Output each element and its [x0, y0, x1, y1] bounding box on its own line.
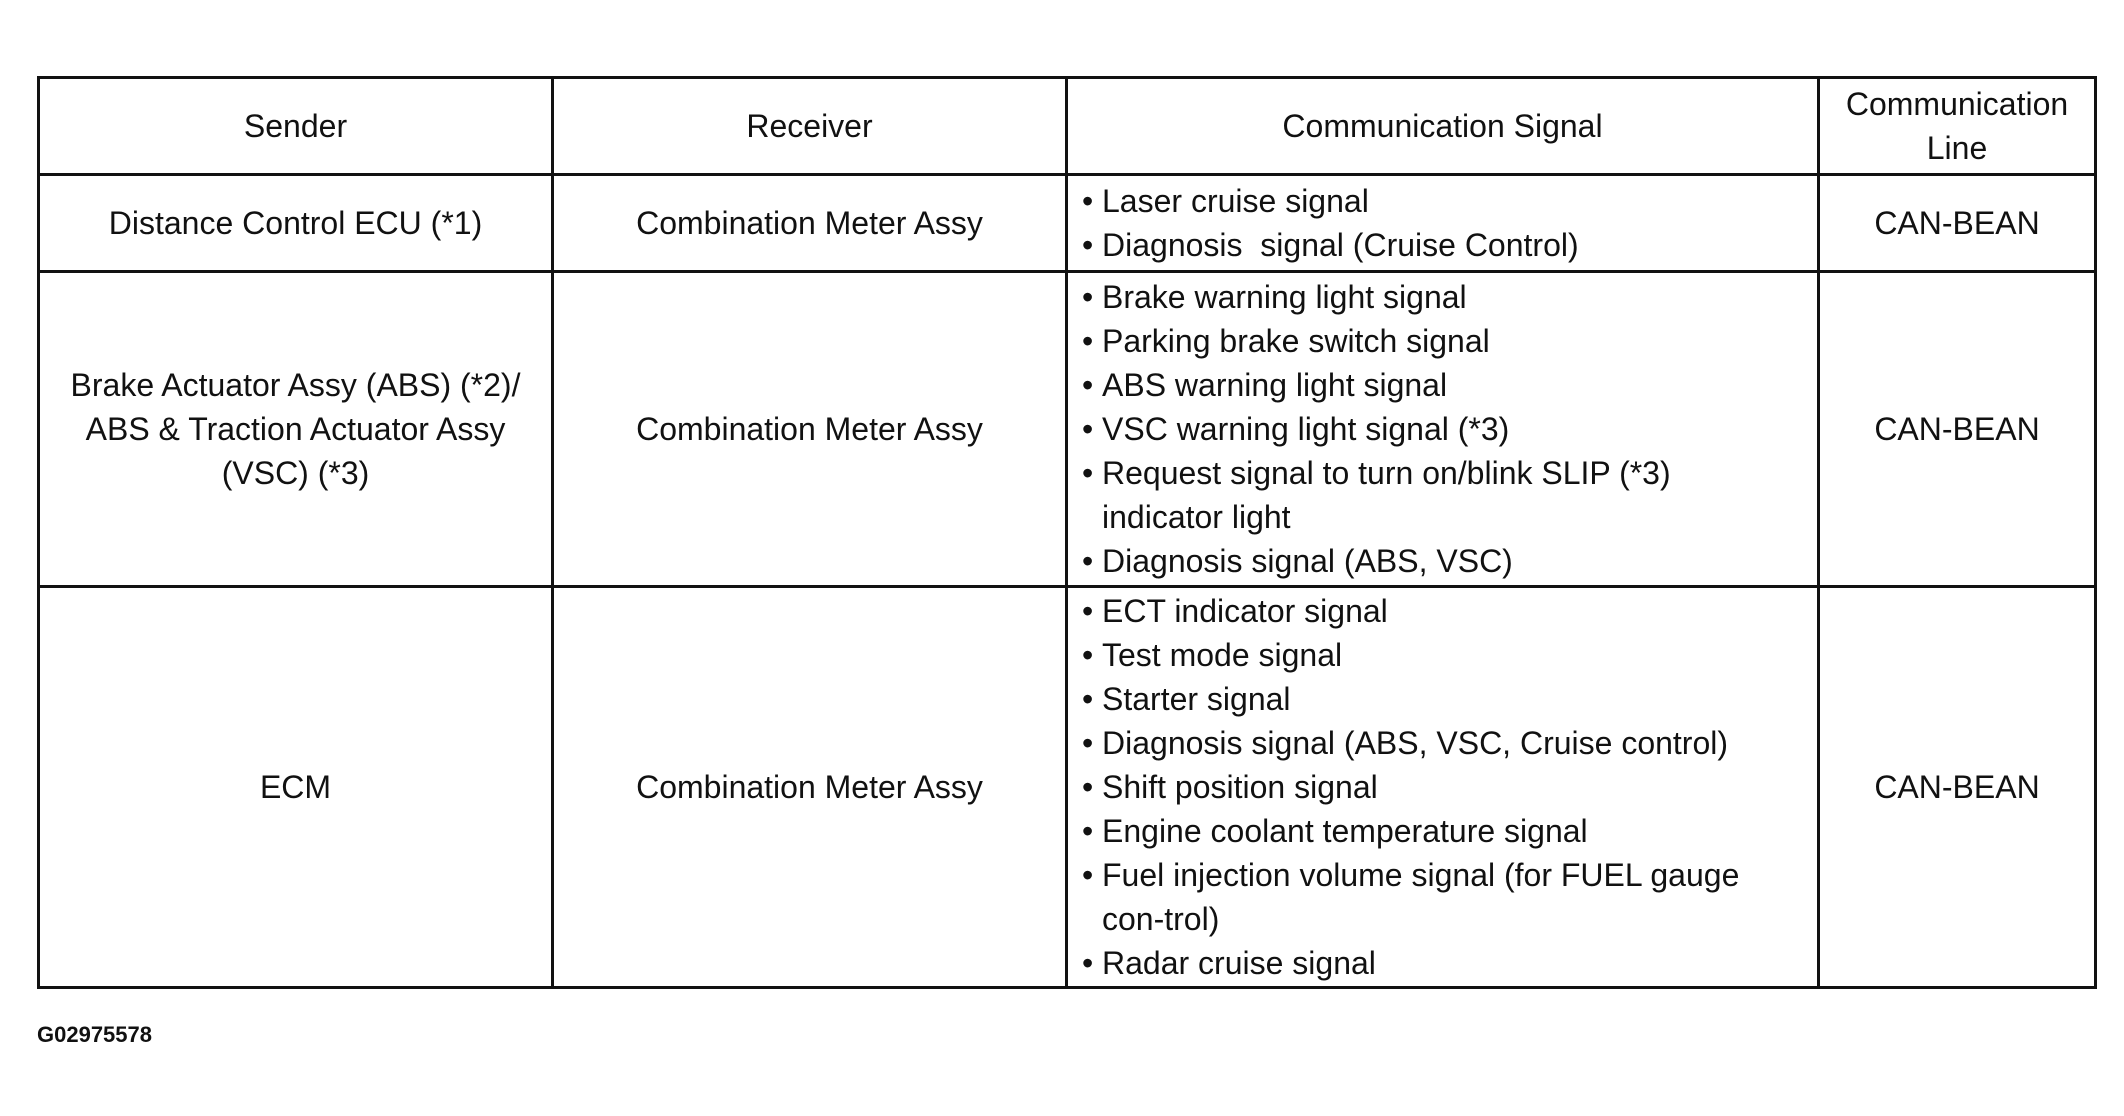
bullet-icon: •	[1082, 411, 1094, 447]
receiver-cell: Combination Meter Assy	[551, 585, 1068, 989]
figure-id: G02975578	[37, 1022, 152, 1047]
signal-list: •ECT indicator signal •Test mode signal …	[1068, 589, 1817, 985]
bullet-icon: •	[1082, 945, 1094, 981]
signal-item: •Brake warning light signal	[1082, 275, 1797, 319]
sender-cell: Brake Actuator Assy (ABS) (*2)/ ABS & Tr…	[37, 270, 554, 588]
bullet-icon: •	[1082, 367, 1094, 403]
signal-item: •Radar cruise signal	[1082, 941, 1797, 985]
sender-cell: Distance Control ECU (*1)	[37, 173, 554, 273]
signal-item: •Diagnosis signal (ABS, VSC)	[1082, 539, 1797, 583]
signal-item: •Parking brake switch signal	[1082, 319, 1797, 363]
signals-cell: •Laser cruise signal •Diagnosis signal (…	[1065, 173, 1820, 273]
signal-item: •Request signal to turn on/blink SLIP (*…	[1082, 451, 1797, 539]
signal-item: •Fuel injection volume signal (for FUEL …	[1082, 853, 1797, 941]
communication-table: Sender Receiver Communication Signal Com…	[37, 76, 2097, 989]
receiver-cell: Combination Meter Assy	[551, 270, 1068, 588]
signals-cell: •Brake warning light signal •Parking bra…	[1065, 270, 1820, 588]
signal-item: •Test mode signal	[1082, 633, 1797, 677]
bullet-icon: •	[1082, 183, 1094, 219]
signal-item: •ECT indicator signal	[1082, 589, 1797, 633]
bullet-icon: •	[1082, 637, 1094, 673]
bullet-icon: •	[1082, 857, 1094, 893]
header-communication-signal: Communication Signal	[1065, 76, 1820, 176]
sender-cell: ECM	[37, 585, 554, 989]
table-header-row: Sender Receiver Communication Signal Com…	[37, 76, 2097, 176]
table-row: Brake Actuator Assy (ABS) (*2)/ ABS & Tr…	[37, 270, 2097, 588]
header-communication-line: Communication Line	[1817, 76, 2097, 176]
signal-item: •Laser cruise signal	[1082, 179, 1797, 223]
signal-item: •Shift position signal	[1082, 765, 1797, 809]
receiver-cell: Combination Meter Assy	[551, 173, 1068, 273]
signal-item: •ABS warning light signal	[1082, 363, 1797, 407]
bullet-icon: •	[1082, 725, 1094, 761]
bullet-icon: •	[1082, 455, 1094, 491]
bullet-icon: •	[1082, 813, 1094, 849]
line-cell: CAN-BEAN	[1817, 585, 2097, 989]
bullet-icon: •	[1082, 681, 1094, 717]
table-row: Distance Control ECU (*1) Combination Me…	[37, 173, 2097, 273]
bullet-icon: •	[1082, 593, 1094, 629]
signal-item: •Diagnosis signal (ABS, VSC, Cruise cont…	[1082, 721, 1797, 765]
signals-cell: •ECT indicator signal •Test mode signal …	[1065, 585, 1820, 989]
line-cell: CAN-BEAN	[1817, 173, 2097, 273]
signal-item: •Engine coolant temperature signal	[1082, 809, 1797, 853]
signal-item: •VSC warning light signal (*3)	[1082, 407, 1797, 451]
bullet-icon: •	[1082, 279, 1094, 315]
signal-item: •Diagnosis signal (Cruise Control)	[1082, 223, 1797, 267]
signal-item: •Starter signal	[1082, 677, 1797, 721]
bullet-icon: •	[1082, 323, 1094, 359]
line-cell: CAN-BEAN	[1817, 270, 2097, 588]
header-receiver: Receiver	[551, 76, 1068, 176]
header-sender: Sender	[37, 76, 554, 176]
table-row: ECM Combination Meter Assy •ECT indicato…	[37, 585, 2097, 989]
bullet-icon: •	[1082, 227, 1094, 263]
signal-list: •Brake warning light signal •Parking bra…	[1068, 275, 1817, 583]
bullet-icon: •	[1082, 769, 1094, 805]
bullet-icon: •	[1082, 543, 1094, 579]
signal-list: •Laser cruise signal •Diagnosis signal (…	[1068, 179, 1817, 267]
